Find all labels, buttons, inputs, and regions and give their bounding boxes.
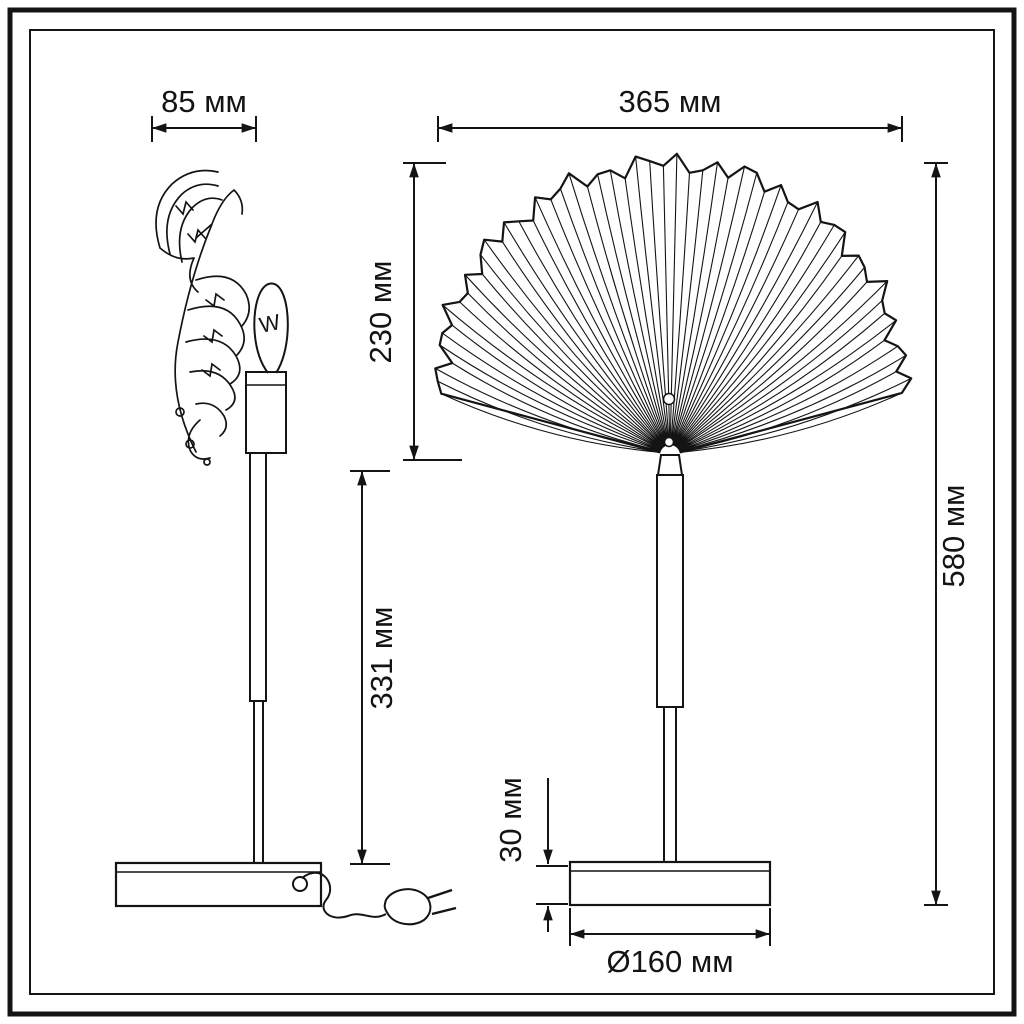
plug-prongs <box>427 888 457 916</box>
dim-base-diameter-label: Ø160 мм <box>606 944 733 979</box>
socket <box>245 371 287 454</box>
dim-shade-height-ticks <box>403 162 462 461</box>
dim-stem-height-ticks <box>350 470 390 865</box>
side-base <box>114 861 323 908</box>
dim-side-width: 85 мм <box>151 84 257 142</box>
dim-total-height: 580 мм <box>924 162 971 906</box>
screw-dot-top <box>662 392 676 406</box>
front-stem-lower <box>663 706 677 863</box>
lamp-front-view <box>434 152 913 907</box>
dim-shade-width-label: 365 мм <box>619 84 722 119</box>
screw-dot-bottom <box>663 436 675 448</box>
dim-base-diameter-ticks <box>569 908 771 946</box>
shade-neck <box>656 454 684 476</box>
dim-stem-height: 331 мм <box>350 470 399 865</box>
dim-total-height-label: 580 мм <box>936 485 971 588</box>
frame-outer <box>7 7 1017 1017</box>
dim-base-diameter: Ø160 мм <box>569 908 771 979</box>
side-stem-upper <box>249 452 267 702</box>
dim-base-height: 30 мм <box>493 777 568 932</box>
side-stem-lower <box>253 700 264 864</box>
lamp-side-view: W <box>114 169 457 926</box>
bulb-filament-mark: W <box>257 309 283 338</box>
power-plug <box>383 888 432 926</box>
dim-base-height-label: 30 мм <box>493 777 528 863</box>
dim-stem-height-label: 331 мм <box>364 607 399 710</box>
fan-ribs <box>435 153 912 453</box>
cord-grommet <box>292 876 308 892</box>
dim-shade-height-label: 230 мм <box>363 261 398 364</box>
frame-inner <box>29 29 995 995</box>
fan-outline <box>434 152 913 454</box>
leaf-side-profile <box>155 169 251 466</box>
front-stem-upper <box>656 474 684 708</box>
dim-side-width-label: 85 мм <box>161 84 247 119</box>
dim-shade-width: 365 мм <box>437 84 903 142</box>
front-base <box>568 860 772 907</box>
fan-shade <box>434 152 913 454</box>
frame <box>7 7 1017 1017</box>
dim-base-height-ticks <box>536 865 568 905</box>
bulb <box>253 282 289 374</box>
dim-shade-height: 230 мм <box>363 162 462 461</box>
power-cord <box>301 871 387 919</box>
